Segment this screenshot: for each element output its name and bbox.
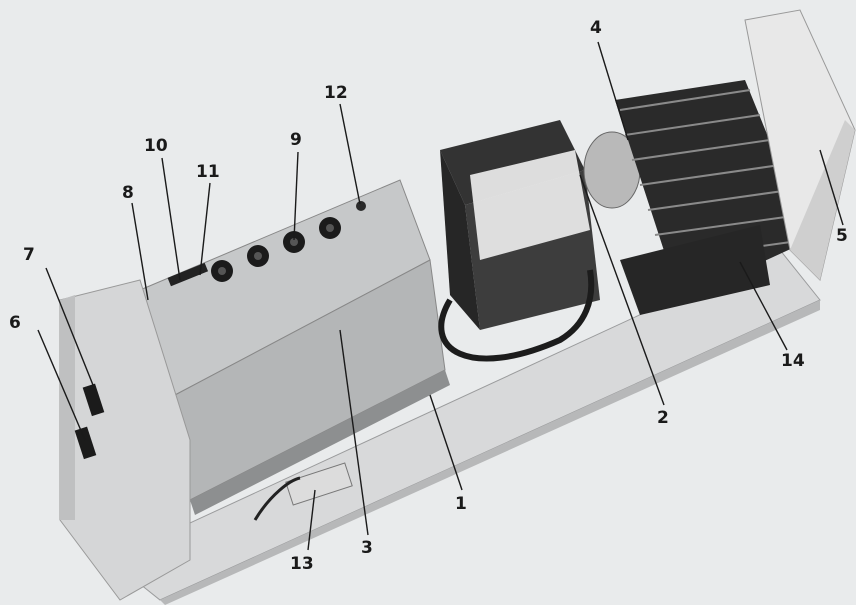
callout-5: 5 <box>836 226 848 246</box>
indicator-led <box>356 201 366 211</box>
heatsink <box>583 80 810 315</box>
callout-8: 8 <box>122 183 134 203</box>
callout-10: 10 <box>144 136 168 156</box>
callout-7: 7 <box>23 245 35 265</box>
callout-6: 6 <box>9 313 21 333</box>
switch <box>82 383 105 417</box>
callout-4: 4 <box>590 18 602 38</box>
switch <box>74 426 97 460</box>
callout-13: 13 <box>290 554 314 574</box>
terminal-block <box>253 462 353 521</box>
knobs <box>167 201 366 287</box>
dip-switch <box>167 262 209 287</box>
callout-11: 11 <box>196 162 220 182</box>
leader-lines <box>37 41 844 551</box>
callout-3: 3 <box>361 538 373 558</box>
end-cap-left <box>59 279 191 601</box>
control-housing <box>139 179 450 515</box>
callout-1: 1 <box>455 494 467 514</box>
callout-2: 2 <box>657 408 669 428</box>
callout-12: 12 <box>324 83 348 103</box>
callout-14: 14 <box>781 351 805 371</box>
transformer <box>438 120 600 362</box>
callout-9: 9 <box>290 130 302 150</box>
